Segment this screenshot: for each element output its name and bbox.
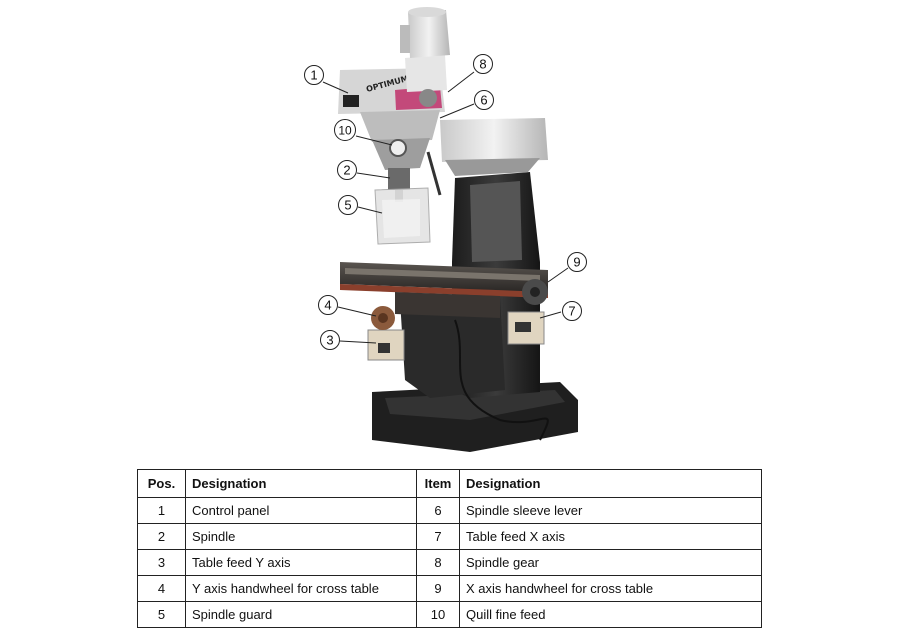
callout-5: 5 bbox=[344, 198, 351, 213]
callout-circle bbox=[473, 54, 493, 74]
callout-circle bbox=[567, 252, 587, 272]
leader-line bbox=[355, 135, 393, 146]
cell-item: 7 bbox=[416, 523, 460, 550]
callout-8: 8 bbox=[479, 57, 486, 72]
table-row: 3 Table feed Y axis 8 Spindle gear bbox=[137, 549, 762, 576]
header-item: Item bbox=[416, 469, 460, 498]
leader-line bbox=[447, 71, 475, 93]
cell-item-designation: Table feed X axis bbox=[459, 523, 762, 550]
callout-6: 6 bbox=[480, 93, 487, 108]
cell-pos: 3 bbox=[137, 549, 186, 576]
callout-circle bbox=[334, 119, 356, 141]
cell-designation: Spindle guard bbox=[185, 601, 417, 628]
leader-line bbox=[539, 311, 562, 319]
callout-9: 9 bbox=[573, 255, 580, 270]
parts-designation-table: Pos. Designation Item Designation 1 Cont… bbox=[137, 469, 762, 628]
leader-line bbox=[357, 206, 383, 214]
leader-line bbox=[439, 103, 475, 119]
leader-line bbox=[322, 81, 349, 94]
header-designation: Designation bbox=[185, 469, 417, 498]
callout-7: 7 bbox=[568, 304, 575, 319]
cell-item-designation: Spindle sleeve lever bbox=[459, 497, 762, 524]
leader-line bbox=[337, 306, 377, 317]
cell-item: 6 bbox=[416, 497, 460, 524]
cell-pos: 4 bbox=[137, 575, 186, 602]
callout-3: 3 bbox=[326, 333, 333, 348]
callout-circle bbox=[337, 160, 357, 180]
header-designation-2: Designation bbox=[459, 469, 762, 498]
table-row: 2 Spindle 7 Table feed X axis bbox=[137, 523, 762, 550]
cell-designation: Table feed Y axis bbox=[185, 549, 417, 576]
cell-pos: 2 bbox=[137, 523, 186, 550]
cell-pos: 5 bbox=[137, 601, 186, 628]
cell-pos: 1 bbox=[137, 497, 186, 524]
cell-designation: Spindle bbox=[185, 523, 417, 550]
cell-item: 8 bbox=[416, 549, 460, 576]
table-header-row: Pos. Designation Item Designation bbox=[137, 469, 762, 498]
cell-item-designation: X axis handwheel for cross table bbox=[459, 575, 762, 602]
cell-designation: Y axis handwheel for cross table bbox=[185, 575, 417, 602]
leader-line bbox=[547, 267, 569, 283]
callout-1: 1 bbox=[310, 68, 317, 83]
header-pos: Pos. bbox=[137, 469, 186, 498]
cell-designation: Control panel bbox=[185, 497, 417, 524]
callout-leaders bbox=[322, 71, 569, 344]
cell-item-designation: Spindle gear bbox=[459, 549, 762, 576]
callout-circle bbox=[474, 90, 494, 110]
callout-circle bbox=[304, 65, 324, 85]
table-row: 5 Spindle guard 10 Quill fine feed bbox=[137, 601, 762, 628]
callout-circle bbox=[320, 330, 340, 350]
cell-item: 10 bbox=[416, 601, 460, 628]
cell-item: 9 bbox=[416, 575, 460, 602]
callout-numbers: 1 2 3 4 5 6 7 8 9 10 bbox=[310, 57, 580, 348]
table-row: 1 Control panel 6 Spindle sleeve lever bbox=[137, 497, 762, 524]
leader-line bbox=[339, 340, 377, 344]
callout-circle bbox=[562, 301, 582, 321]
cell-item-designation: Quill fine feed bbox=[459, 601, 762, 628]
callout-10: 10 bbox=[338, 124, 352, 138]
callout-2: 2 bbox=[343, 163, 350, 178]
milling-machine-diagram: OPTIMUM bbox=[304, 7, 587, 452]
table-row: 4 Y axis handwheel for cross table 9 X a… bbox=[137, 575, 762, 602]
leader-line bbox=[356, 172, 391, 179]
callout-circle bbox=[318, 295, 338, 315]
callouts bbox=[304, 54, 587, 350]
machine-illustration: OPTIMUM bbox=[338, 7, 578, 452]
callout-4: 4 bbox=[324, 298, 331, 313]
callout-circle bbox=[338, 195, 358, 215]
